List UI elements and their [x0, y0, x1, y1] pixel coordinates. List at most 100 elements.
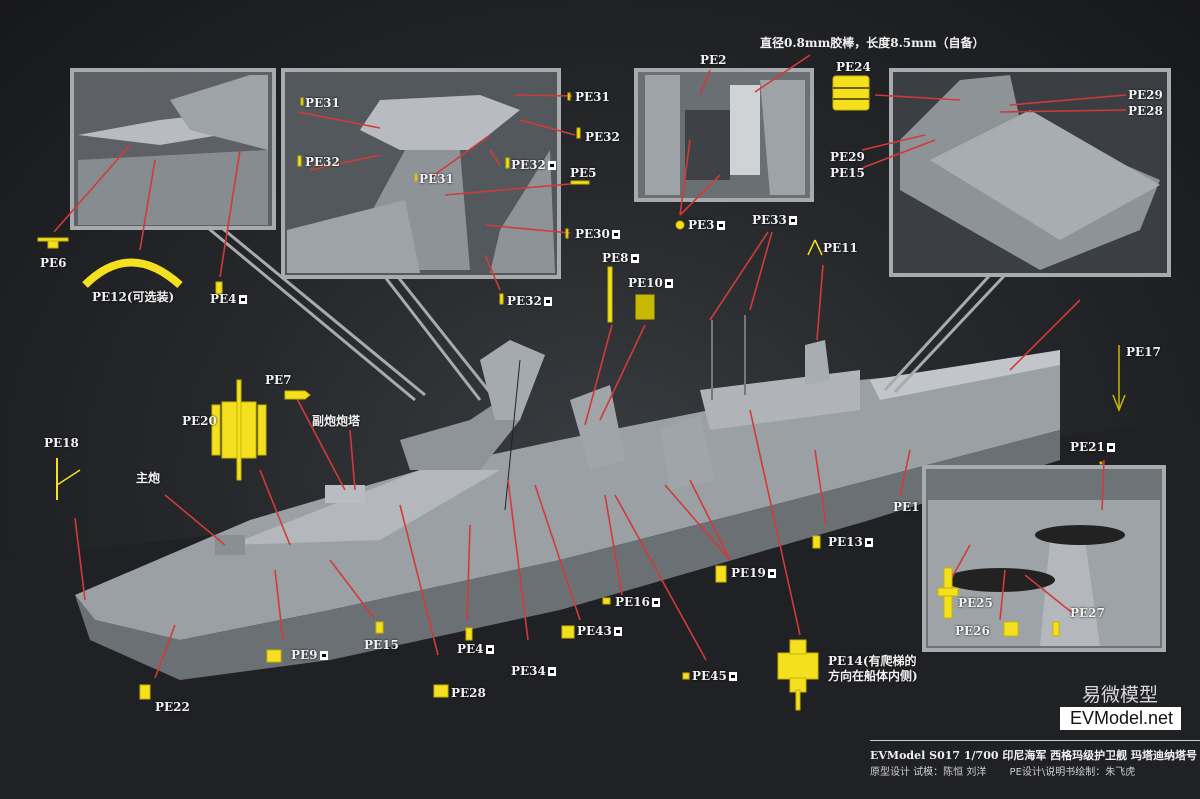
- pe4a-glyph: [215, 281, 223, 295]
- pe14-glyph: [777, 639, 819, 711]
- bag-icon: [613, 627, 622, 636]
- footer-divider: [870, 740, 1200, 741]
- label-pe32-mid: PE32: [511, 158, 556, 172]
- bag-icon: [788, 216, 797, 225]
- label-pe12: PE12(可选装): [92, 290, 175, 304]
- label-pe1: PE1: [893, 500, 920, 514]
- label-pe16: PE16: [615, 595, 660, 609]
- label-pe24: PE24: [836, 60, 871, 74]
- pe31-marker-b: [567, 92, 571, 101]
- label-secondary-turret: 副炮炮塔: [312, 414, 361, 428]
- pe28-glyph: [433, 684, 449, 698]
- bag-icon: [728, 672, 737, 681]
- pe12-glyph: [82, 258, 183, 289]
- label-pe28-top: PE28: [1128, 104, 1163, 118]
- label-main-gun: 主炮: [136, 471, 161, 485]
- pe30-marker: [565, 228, 569, 239]
- bag-icon: [547, 667, 556, 676]
- callout-mast: [281, 68, 561, 401]
- label-pe20: PE20: [182, 414, 217, 428]
- pe32-marker-d: [499, 293, 504, 305]
- callout-launchers: [634, 68, 814, 202]
- footer-credits: 原型设计 试模：陈恒 刘洋 PE设计\说明书绘制：朱飞虎: [870, 767, 1155, 779]
- label-pe6: PE6: [40, 256, 67, 270]
- label-pe45: PE45: [692, 669, 737, 683]
- pe3-glyph: [675, 220, 685, 230]
- background-band: [0, 420, 1200, 799]
- label-pe13: PE13: [828, 535, 873, 549]
- label-pe31-mid: PE31: [419, 172, 454, 186]
- label-pe22: PE22: [155, 700, 190, 714]
- label-pe28: PE28: [451, 686, 486, 700]
- label-pe21: PE21: [1070, 440, 1115, 454]
- callout-helideck: [883, 68, 1171, 394]
- brand-name-cn: 易微模型: [1082, 684, 1159, 706]
- brand-name-en: EVModel.net: [1060, 707, 1182, 730]
- leader-lines: [53, 54, 1127, 679]
- credit-prototype: 原型设计 试模：陈恒 刘洋: [870, 767, 987, 778]
- bag-icon: [319, 651, 328, 660]
- bag-icon: [485, 645, 494, 654]
- label-pe34: PE34: [511, 664, 556, 678]
- label-pe3: PE3: [688, 218, 725, 232]
- pe15-glyph: [375, 621, 384, 634]
- label-pe5: PE5: [570, 166, 597, 180]
- label-pe8: PE8: [602, 251, 639, 265]
- label-pe31-right: PE31: [575, 90, 610, 104]
- label-pe4-bottom: PE4: [457, 642, 494, 656]
- pe8-glyph: [607, 266, 613, 323]
- label-pe11: PE11: [823, 241, 858, 255]
- label-pe19: PE19: [731, 566, 776, 580]
- pe13-glyph: [812, 535, 821, 549]
- bag-icon: [664, 279, 673, 288]
- label-pe27: PE27: [1070, 606, 1105, 620]
- label-pe25: PE25: [958, 596, 993, 610]
- label-pe31-left: PE31: [305, 96, 340, 110]
- label-pe32-right: PE32: [585, 130, 620, 144]
- bag-icon: [543, 297, 552, 306]
- pe10-glyph: [635, 294, 655, 320]
- label-pe18: PE18: [44, 436, 79, 450]
- bag-icon: [864, 538, 873, 547]
- pe31-marker-c: [414, 173, 418, 182]
- pe5-glyph: [570, 180, 590, 185]
- bag-icon: [611, 230, 620, 239]
- label-pe9: PE9: [291, 648, 328, 662]
- pe7-glyph: [284, 390, 311, 400]
- label-pe33: PE33: [752, 213, 797, 227]
- pe16-glyph: [602, 597, 611, 605]
- label-pe4-top: PE4: [210, 292, 247, 306]
- label-pe32-left: PE32: [305, 155, 340, 169]
- pe26-glyph: [1003, 621, 1019, 637]
- bag-icon: [630, 254, 639, 263]
- label-pe15-deck: PE15: [830, 166, 865, 180]
- bag-icon: [547, 161, 556, 170]
- pe43-glyph: [561, 625, 575, 639]
- credit-pe: PE设计\说明书绘制：朱飞虎: [1009, 767, 1136, 778]
- pe9-glyph: [266, 649, 282, 663]
- pe27-glyph: [1052, 621, 1060, 637]
- label-pe2: PE2: [700, 53, 727, 67]
- label-pe29-top: PE29: [1128, 88, 1163, 102]
- pe32-marker-a: [297, 155, 302, 167]
- callout-boats: [922, 465, 1166, 652]
- bag-icon: [238, 295, 247, 304]
- pe31-marker-a: [300, 97, 304, 106]
- bag-icon: [1106, 443, 1115, 452]
- label-pe30: PE30: [575, 227, 620, 241]
- label-pe7: PE7: [265, 373, 292, 387]
- ship-model: [75, 315, 1060, 680]
- bag-icon: [651, 598, 660, 607]
- label-pe14: PE14(有爬梯的方向在船体内侧): [828, 654, 918, 683]
- pe21-marker: [1099, 461, 1103, 465]
- pe4b-glyph: [465, 627, 473, 641]
- label-pe26: PE26: [955, 624, 990, 638]
- label-pe10: PE10: [628, 276, 673, 290]
- pe32-marker-b: [576, 127, 581, 139]
- callout-bridge: [70, 68, 426, 402]
- label-pe29-left: PE29: [830, 150, 865, 164]
- pe22-glyph: [139, 684, 151, 700]
- label-pe32-bottom: PE32: [507, 294, 552, 308]
